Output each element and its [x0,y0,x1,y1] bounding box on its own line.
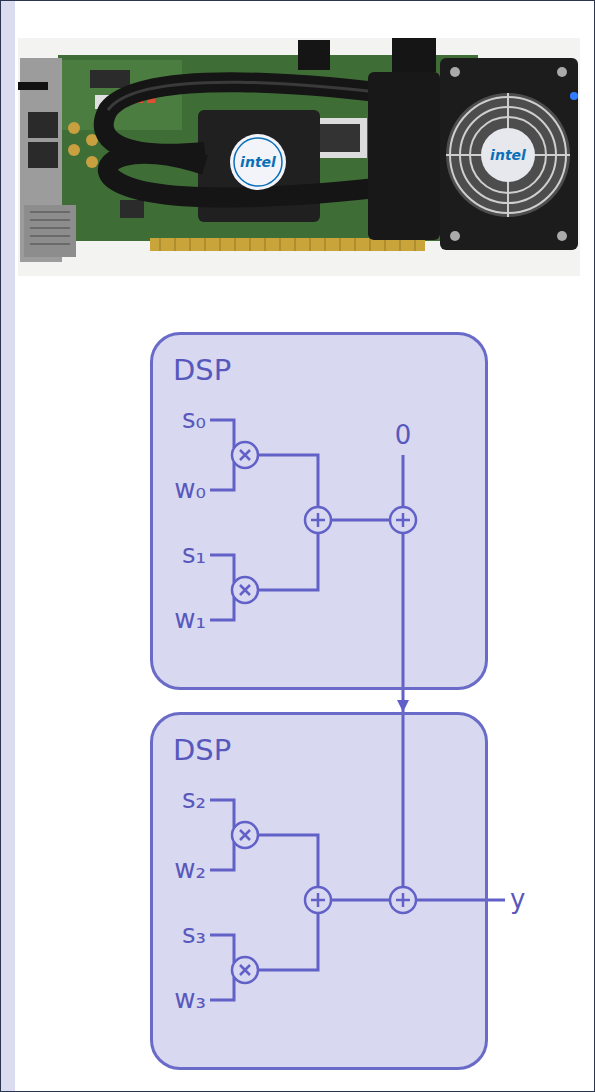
input-signal: s₁ [182,540,206,570]
brand-logo: intel [490,147,526,163]
brand-logo: intel [240,154,276,170]
dsp-block: DSP [150,712,488,1070]
side-band [0,0,15,1092]
weight-input: w₀ [174,475,206,505]
fpga-board-photo [18,38,580,276]
dsp-block: DSP [150,332,488,690]
cascade-arrow [402,690,405,712]
logo-badge [230,134,286,190]
input-signal: s₂ [182,785,206,815]
weight-input: w₃ [174,985,206,1015]
input-signal: s₀ [182,405,206,435]
output-signal: y [510,885,525,915]
input-signal: s₃ [182,920,206,950]
constant-input: 0 [395,421,412,451]
block-title: DSP [173,735,231,767]
block-title: DSP [173,355,231,387]
weight-input: w₂ [174,855,206,885]
logo-badge [481,128,535,182]
weight-input: w₁ [174,605,206,635]
